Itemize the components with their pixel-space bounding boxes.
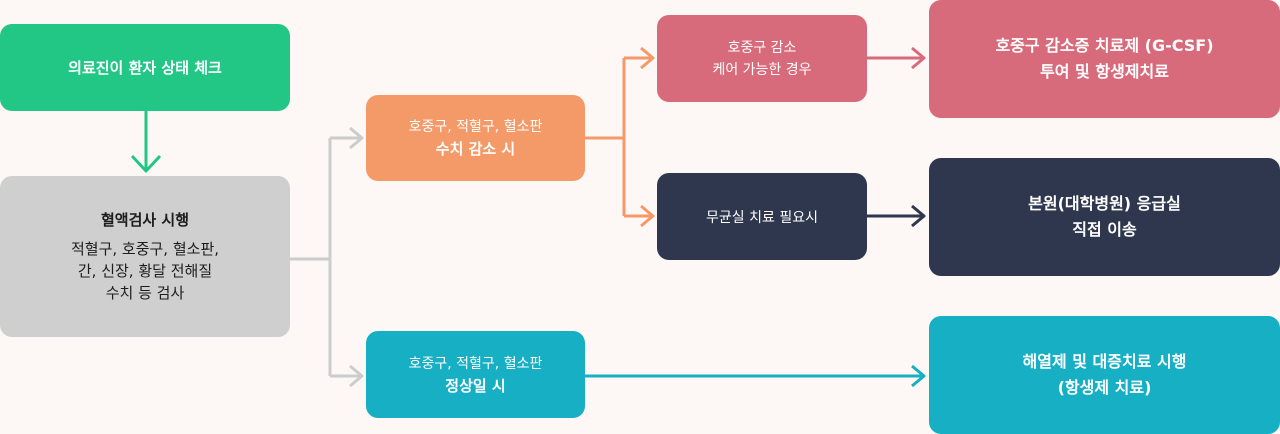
node-blood-test-title: 혈액검사 시행 (100, 211, 190, 229)
node-blood-test-line-3: 수치 등 검사 (105, 284, 185, 302)
node-er-transfer-line-1: 본원(대학병원) 응급실 (1028, 194, 1181, 213)
node-blood-test-line-2: 간, 신장, 황달 전해질 (77, 262, 213, 280)
node-blood-test-line-1: 적혈구, 호중구, 혈소판, (70, 240, 220, 258)
node-count-decrease-line-2: 수치 감소 시 (435, 140, 516, 158)
node-gcsf-treatment: 호중구 감소증 치료제 (G-CSF) 투여 및 항생제치료 (929, 0, 1280, 118)
node-symptomatic-treatment: 해열제 및 대증치료 시행 (항생제 치료) (929, 316, 1280, 434)
node-care-possible-line-1: 호중구 감소 (727, 39, 797, 56)
node-count-normal-line-2: 정상일 시 (445, 376, 506, 395)
node-patient-check: 의료진이 환자 상태 체크 (0, 24, 290, 111)
arrowhead-germfree-to-er (911, 204, 926, 228)
node-er-transfer-line-2: 직접 이송 (1072, 220, 1137, 239)
arrowhead-to-normal (349, 364, 364, 388)
node-count-normal-line-1: 호중구, 적혈구, 혈소판 (408, 355, 543, 372)
arrowhead-care-to-gcsf (911, 46, 926, 70)
arrowhead-normal-to-symptomatic (911, 364, 926, 388)
node-care-possible-line-2: 케어 가능한 경우 (712, 61, 812, 78)
arrowhead-to-germfree (640, 204, 655, 228)
arrowhead-to-decrease (349, 126, 364, 150)
node-germfree-needed-label: 무균실 치료 필요시 (706, 209, 818, 226)
node-germfree-needed: 무균실 치료 필요시 (657, 173, 867, 260)
node-gcsf-treatment-line-1: 호중구 감소증 치료제 (G-CSF) (995, 36, 1214, 55)
node-blood-test: 혈액검사 시행 적혈구, 호중구, 혈소판, 간, 신장, 황달 전해질 수치 … (0, 176, 290, 337)
node-gcsf-treatment-line-2: 투여 및 항생제치료 (1040, 62, 1169, 81)
node-symptomatic-treatment-line-1: 해열제 및 대증치료 시행 (1022, 352, 1187, 371)
arrowhead-check-to-blood (130, 154, 162, 173)
arrowhead-to-care (640, 46, 655, 70)
node-symptomatic-treatment-line-2: (항생제 치료) (1057, 378, 1152, 397)
node-patient-check-label: 의료진이 환자 상태 체크 (68, 59, 222, 77)
node-count-decrease: 호중구, 적혈구, 혈소판 수치 감소 시 (366, 95, 585, 181)
node-er-transfer: 본원(대학병원) 응급실 직접 이송 (929, 158, 1280, 276)
node-count-decrease-line-1: 호중구, 적혈구, 혈소판 (408, 119, 543, 135)
node-care-possible: 호중구 감소 케어 가능한 경우 (657, 15, 867, 102)
node-count-normal: 호중구, 적혈구, 혈소판 정상일 시 (366, 331, 585, 418)
